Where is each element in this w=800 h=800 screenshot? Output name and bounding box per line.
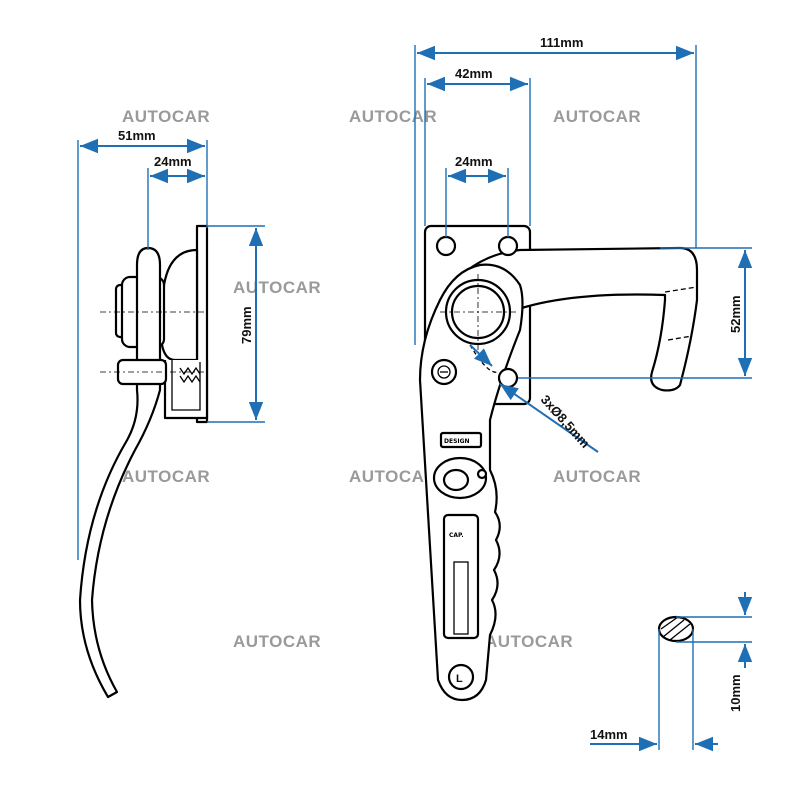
watermark: AUTOCAR xyxy=(122,107,210,126)
front-view: DESIGN CAP. L 111mm 42mm 24mm 52mm 3xØ8,… xyxy=(414,35,753,702)
dim-front-height-label: 52mm xyxy=(728,295,743,333)
watermark: AUTOCAR xyxy=(233,278,321,297)
front-logo-dot xyxy=(476,468,488,480)
side-spring-bracket xyxy=(163,360,209,420)
front-cap-insert xyxy=(453,561,469,635)
dim-front-holes-label: 24mm xyxy=(455,154,493,169)
front-mount-hole xyxy=(435,235,457,257)
watermark: AUTOCAR xyxy=(349,107,437,126)
front-screw-head xyxy=(437,365,451,379)
front-pivot-arc xyxy=(469,344,499,373)
watermark: AUTOCAR xyxy=(553,107,641,126)
section-profile xyxy=(657,615,695,643)
front-design-badge xyxy=(439,431,483,449)
front-design-label: DESIGN xyxy=(444,438,470,445)
side-spring-inner xyxy=(171,360,201,411)
dim-front-width-label: 111mm xyxy=(540,35,583,50)
dim-front-hinge-label: 42mm xyxy=(455,66,493,81)
watermark: AUTOCAR xyxy=(485,632,573,651)
watermark: AUTOCAR xyxy=(122,467,210,486)
front-logo-icon xyxy=(442,468,470,492)
section-hatch xyxy=(662,619,685,638)
front-mount-hole xyxy=(497,235,519,257)
watermark: AUTOCAR xyxy=(349,467,437,486)
dim-side-plate-label: 24mm xyxy=(154,154,192,169)
side-view: 51mm 24mm 79mm xyxy=(77,128,265,699)
dim-section-height-label: 10mm xyxy=(728,674,743,712)
dim-holes-leader xyxy=(499,383,599,453)
dim-holes-leader-2 xyxy=(469,344,493,367)
section-hatch xyxy=(660,616,679,630)
watermark: AUTOCAR xyxy=(233,632,321,651)
dim-side-width-label: 51mm xyxy=(118,128,156,143)
cross-section: 10mm 14mm xyxy=(590,592,753,752)
front-hook-tip-lines xyxy=(664,286,698,341)
watermark: AUTOCAR xyxy=(553,467,641,486)
dim-section-width-label: 14mm xyxy=(590,727,628,742)
section-hatch xyxy=(669,623,691,641)
front-cap-slot xyxy=(442,513,480,640)
front-lock-circle xyxy=(447,663,475,691)
side-hinge-body xyxy=(160,248,199,362)
front-lock-letter: L xyxy=(456,673,463,685)
front-cap-label: CAP. xyxy=(449,532,464,539)
dim-holes-note: 3xØ8,5mm xyxy=(538,392,593,451)
dim-side-height-label: 79mm xyxy=(239,306,254,344)
side-spring-icon xyxy=(179,366,201,384)
